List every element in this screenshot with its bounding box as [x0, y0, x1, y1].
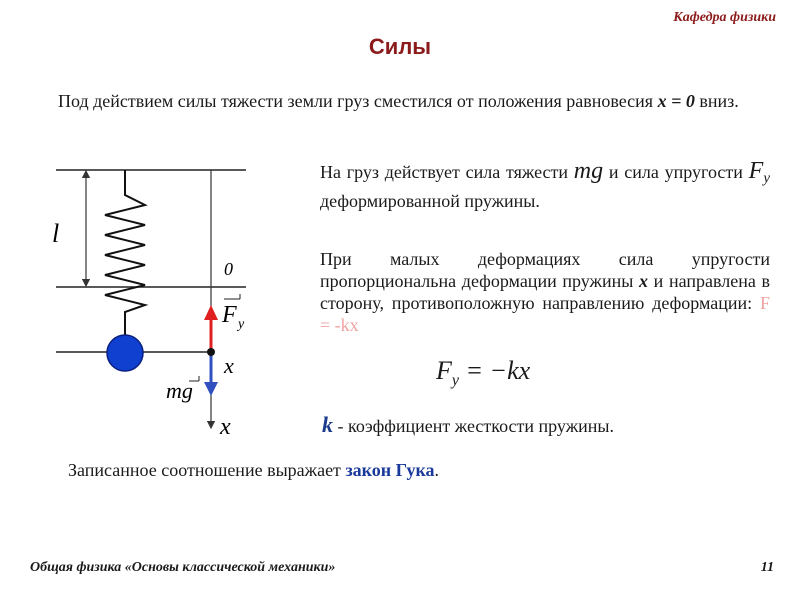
- formula-f: F: [436, 356, 452, 385]
- intro-text: Под действием силы тяжести земли груз см…: [58, 91, 658, 111]
- x-label-1: x: [223, 353, 234, 378]
- hooke-formula: Fy = −kx: [436, 356, 530, 390]
- intro-paragraph: Под действием силы тяжести земли груз см…: [58, 90, 770, 112]
- mg-label: mg: [166, 378, 193, 403]
- x-label-2: x: [219, 414, 231, 440]
- course-footer: Общая физика «Основы классической механи…: [30, 560, 336, 575]
- formula-sub: y: [451, 372, 459, 390]
- length-label: l: [52, 219, 59, 248]
- forces-text-2: и сила упругости: [608, 162, 749, 182]
- forces-text-1: На груз действует сила тяжести: [320, 162, 574, 182]
- department-label: Кафедра физики: [673, 10, 776, 25]
- slide-title: Силы: [368, 34, 432, 59]
- spring-diagram: l 0 F y x mg x: [52, 169, 246, 440]
- stiffness-text: - коэффициент жесткости пружины.: [333, 416, 615, 436]
- k-symbol: k: [322, 412, 333, 437]
- fy-label: F: [221, 302, 237, 328]
- intro-text-end: вниз.: [694, 91, 739, 111]
- hooke-text: Записанное соотношение выражает: [68, 460, 346, 480]
- spring: [104, 170, 149, 335]
- elastic-force-arrowhead: [204, 305, 218, 320]
- zero-label: 0: [224, 259, 233, 279]
- fy-sub-label: y: [236, 317, 245, 332]
- weight-ball: [106, 334, 144, 372]
- point-marker: [207, 348, 215, 356]
- mg-symbol: mg: [573, 158, 604, 184]
- faded-formula: F = -kx: [320, 293, 770, 335]
- equilibrium-eq: x = 0: [657, 91, 695, 111]
- page-number: 11: [760, 560, 774, 575]
- x-symbol: x: [639, 271, 648, 291]
- fy-symbol-sub: y: [763, 170, 771, 187]
- forces-text-3: деформированной пружины.: [320, 190, 540, 211]
- gravity-arrowhead: [204, 382, 218, 396]
- fy-symbol: F: [748, 158, 764, 184]
- forces-paragraph: На груз действует сила тяжести mg и сила…: [320, 158, 771, 212]
- deformation-text-2: и направлена в сторону, противоположную …: [320, 271, 770, 313]
- deformation-text-1: При малых деформациях сила упругости про…: [320, 249, 770, 291]
- hooke-law-name: закон Гука: [345, 460, 435, 480]
- stiffness-line: k - коэффициент жесткости пружины.: [322, 412, 614, 438]
- formula-rhs: = −kx: [459, 356, 531, 385]
- hooke-law-sentence: Записанное соотношение выражает закон Гу…: [68, 460, 439, 481]
- hooke-dot: .: [434, 460, 440, 480]
- deformation-paragraph: При малых деформациях сила упругости про…: [320, 248, 770, 336]
